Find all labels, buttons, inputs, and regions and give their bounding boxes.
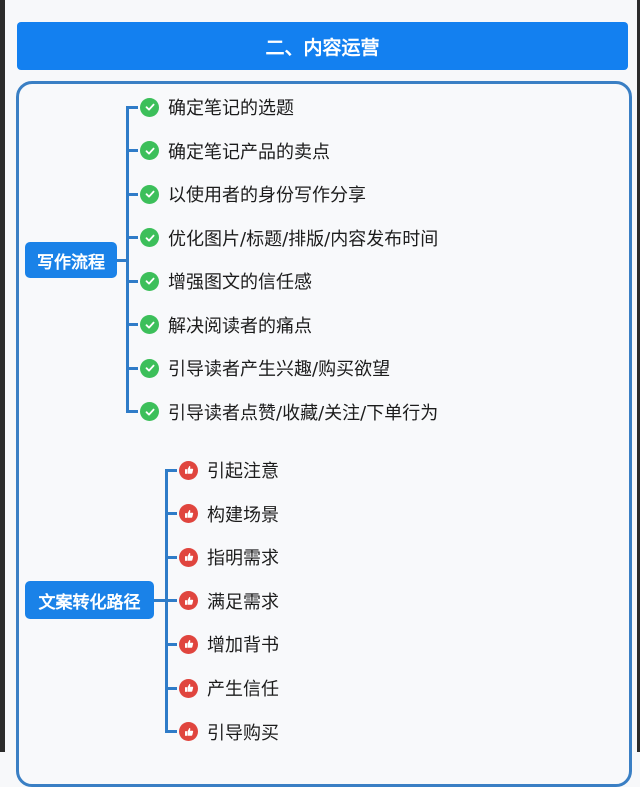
mindmap-panel	[16, 81, 632, 787]
node-copy-conversion-path: 文案转化路径	[25, 581, 154, 619]
list-item: 引导读者点赞/收藏/关注/下单行为	[126, 398, 438, 426]
item-label: 增强图文的信任感	[168, 272, 312, 293]
check-circle-icon	[140, 97, 159, 117]
list-item: 优化图片/标题/排版/内容发布时间	[126, 224, 438, 252]
item-label: 优化图片/标题/排版/内容发布时间	[168, 228, 439, 250]
section-title: 二、内容运营	[265, 36, 380, 59]
list-item: 以使用者的身份写作分享	[126, 180, 366, 208]
connector-stub	[126, 105, 138, 109]
section-header: 二、内容运营	[17, 22, 628, 70]
connector-stub	[126, 149, 138, 152]
list-item: 确定笔记的选题	[126, 93, 294, 121]
list-item: 满足需求	[165, 587, 279, 615]
connector-stub	[126, 236, 138, 239]
check-circle-icon	[140, 228, 159, 247]
check-circle-icon	[140, 141, 159, 160]
item-label: 构建场景	[207, 504, 279, 526]
connector-stub	[165, 599, 177, 603]
check-circle-icon	[140, 271, 159, 291]
thumbs-up-icon	[179, 678, 198, 698]
connector-stub	[126, 366, 138, 370]
list-item: 指明需求	[165, 543, 279, 571]
item-label: 确定笔记产品的卖点	[168, 141, 330, 163]
connector-stub	[165, 642, 177, 646]
item-label: 解决阅读者的痛点	[168, 315, 312, 337]
check-circle-icon	[140, 315, 159, 334]
thumbs-up-icon	[179, 460, 198, 480]
list-item: 解决阅读者的痛点	[126, 311, 312, 339]
thumbs-up-icon	[179, 591, 198, 611]
item-label: 满足需求	[207, 591, 279, 613]
list-item: 引导购买	[165, 718, 279, 746]
thumbs-up-icon	[179, 722, 198, 742]
branch-bar	[126, 106, 129, 412]
list-item: 产生信任	[165, 674, 279, 702]
list-item: 确定笔记产品的卖点	[126, 137, 330, 165]
connector-stub	[126, 323, 138, 326]
list-item: 增强图文的信任感	[126, 267, 312, 295]
thumbs-up-icon	[179, 634, 198, 654]
node-writing-process: 写作流程	[25, 242, 117, 278]
item-label: 以使用者的身份写作分享	[168, 185, 366, 206]
thumbs-up-icon	[179, 504, 198, 524]
connector-stub	[126, 410, 138, 413]
window-edge-right	[637, 0, 640, 752]
node-label: 文案转化路径	[38, 592, 141, 613]
item-label: 产生信任	[207, 679, 279, 700]
connector-stub	[126, 192, 138, 196]
item-label: 引导读者产生兴趣/购买欲望	[168, 359, 391, 380]
connector	[154, 599, 166, 602]
connector-stub	[165, 512, 177, 516]
list-item: 引导读者产生兴趣/购买欲望	[126, 354, 390, 382]
connector-stub	[126, 279, 138, 283]
check-circle-icon	[140, 358, 159, 378]
check-circle-icon	[140, 184, 159, 204]
thumbs-up-icon	[179, 547, 198, 567]
window-edge-left	[0, 0, 5, 752]
check-circle-icon	[140, 402, 159, 421]
item-label: 确定笔记的选题	[168, 98, 294, 119]
connector-stub	[165, 686, 177, 690]
item-label: 引导读者点赞/收藏/关注/下单行为	[168, 402, 439, 424]
connector-stub	[165, 468, 177, 472]
item-label: 引导购买	[207, 722, 279, 744]
connector	[117, 259, 127, 262]
connector-stub	[165, 730, 177, 734]
node-label: 写作流程	[37, 252, 105, 273]
list-item: 构建场景	[165, 500, 279, 528]
list-item: 引起注意	[165, 456, 279, 484]
item-label: 增加背书	[207, 635, 279, 657]
item-label: 指明需求	[207, 548, 279, 570]
connector-stub	[165, 555, 177, 559]
item-label: 引起注意	[207, 461, 279, 482]
list-item: 增加背书	[165, 630, 279, 658]
